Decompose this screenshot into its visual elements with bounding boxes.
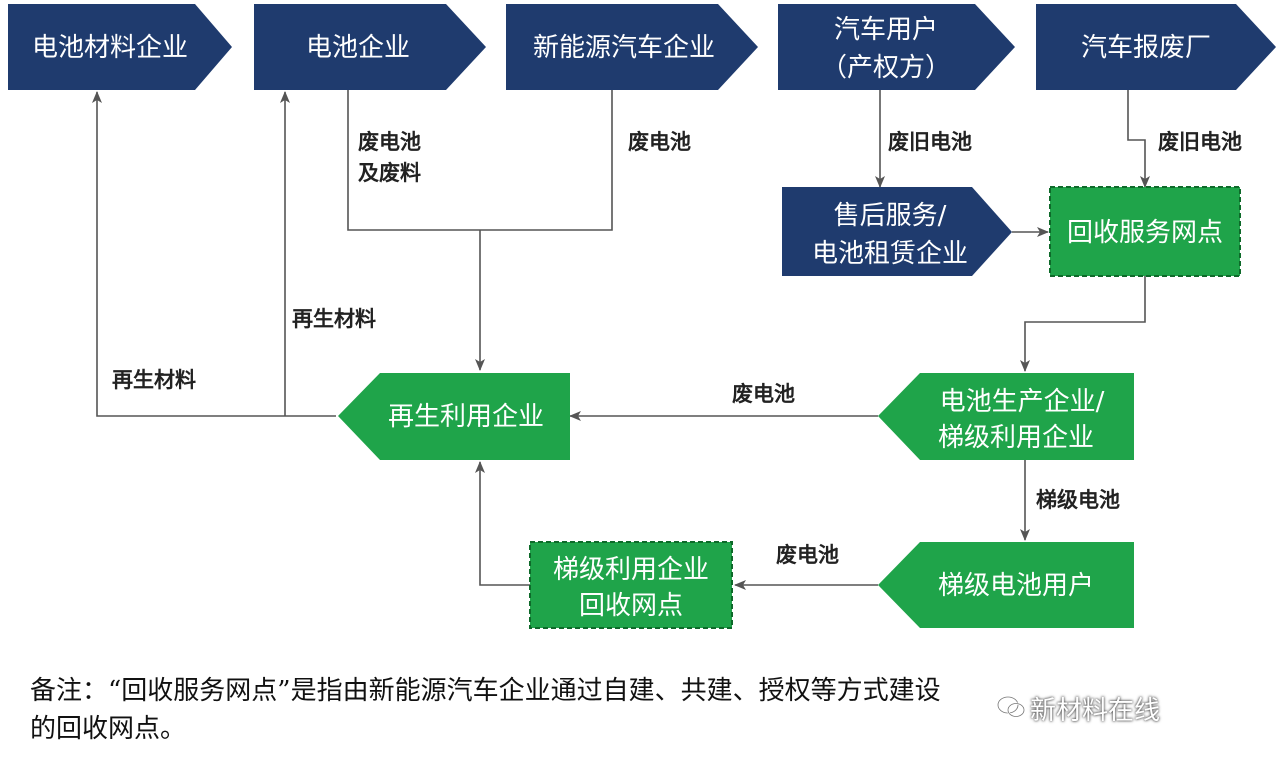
watermark-text: 新材料在线	[1030, 696, 1161, 726]
node-recycle-outlet-label: 回收服务网点	[1067, 218, 1223, 248]
edge-label-old-battery-user: 废旧电池	[888, 130, 972, 154]
node-cascade-producer-shape	[878, 373, 1134, 460]
footnote-line-2: 的回收网点。	[30, 714, 187, 744]
node-car-user-shape	[778, 4, 1015, 90]
edge-label-old-battery-scrap: 废旧电池	[1158, 130, 1242, 154]
footnote-line-1: 备注：“回收服务网点”是指由新能源汽车企业通过自建、共建、授权等方式建设	[30, 676, 941, 706]
edge-recycled-to-material	[92, 91, 336, 417]
node-cascade-outlet-label-1: 梯级利用企业	[553, 555, 709, 585]
edge-battery-company-waste	[347, 90, 480, 231]
node-battery-material-shape	[8, 4, 232, 90]
edge-label-waste-scrap-1: 废电池	[358, 130, 421, 154]
edge-label-waste-nev: 废电池	[628, 130, 691, 154]
node-car-user-label-2: （产权方）	[821, 53, 951, 83]
edge-label-recycled-material-1: 再生材料	[292, 307, 376, 331]
node-nev-company-shape	[506, 4, 758, 90]
node-aftersales-label-2: 电池租赁企业	[812, 239, 968, 269]
node-cascade-user-label: 梯级电池用户	[938, 571, 1094, 601]
node-cascade-producer-label-2: 梯级利用企业	[938, 423, 1094, 453]
node-recycle-enterprise-label: 再生利用企业	[388, 402, 544, 432]
wechat-icon	[997, 696, 1025, 718]
node-car-user-label-1: 汽车用户	[834, 15, 938, 45]
node-cascade-producer-label-1: 电池生产企业/	[940, 387, 1105, 417]
node-cascade-outlet-shape	[529, 541, 733, 629]
edge-label-recycled-material-2: 再生材料	[112, 368, 196, 392]
edge-label-cascade-battery: 梯级电池	[1036, 488, 1120, 512]
edge-scrap-to-outlet	[1127, 90, 1150, 188]
node-battery-company-shape	[254, 4, 486, 90]
edge-label-waste-cascade: 废电池	[776, 543, 839, 567]
node-battery-material-label: 电池材料企业	[32, 33, 188, 63]
edge-label-waste-scrap-2: 及废料	[358, 161, 421, 185]
edge-outlet-to-producer	[1020, 276, 1146, 372]
node-scrap-plant-label: 汽车报废厂	[1081, 33, 1211, 63]
node-battery-company-label: 电池企业	[306, 33, 410, 63]
edge-label-waste-producer: 废电池	[732, 382, 795, 406]
node-aftersales-shape	[782, 187, 1012, 276]
node-cascade-user-shape	[878, 542, 1134, 628]
footnote: 备注：“回收服务网点”是指由新能源汽车企业通过自建、共建、授权等方式建设 的回收…	[30, 672, 1240, 748]
node-nev-company-label: 新能源汽车企业	[533, 33, 715, 63]
node-cascade-outlet-label-2: 回收网点	[579, 591, 683, 621]
edge-nev-waste	[480, 90, 613, 231]
node-aftersales-label-1: 售后服务/	[834, 201, 947, 231]
edge-cascade-outlet-to-recycler	[475, 461, 530, 586]
node-scrap-plant-shape	[1036, 4, 1276, 90]
node-recycle-enterprise-shape	[338, 373, 570, 460]
node-recycle-outlet-shape	[1049, 186, 1241, 277]
